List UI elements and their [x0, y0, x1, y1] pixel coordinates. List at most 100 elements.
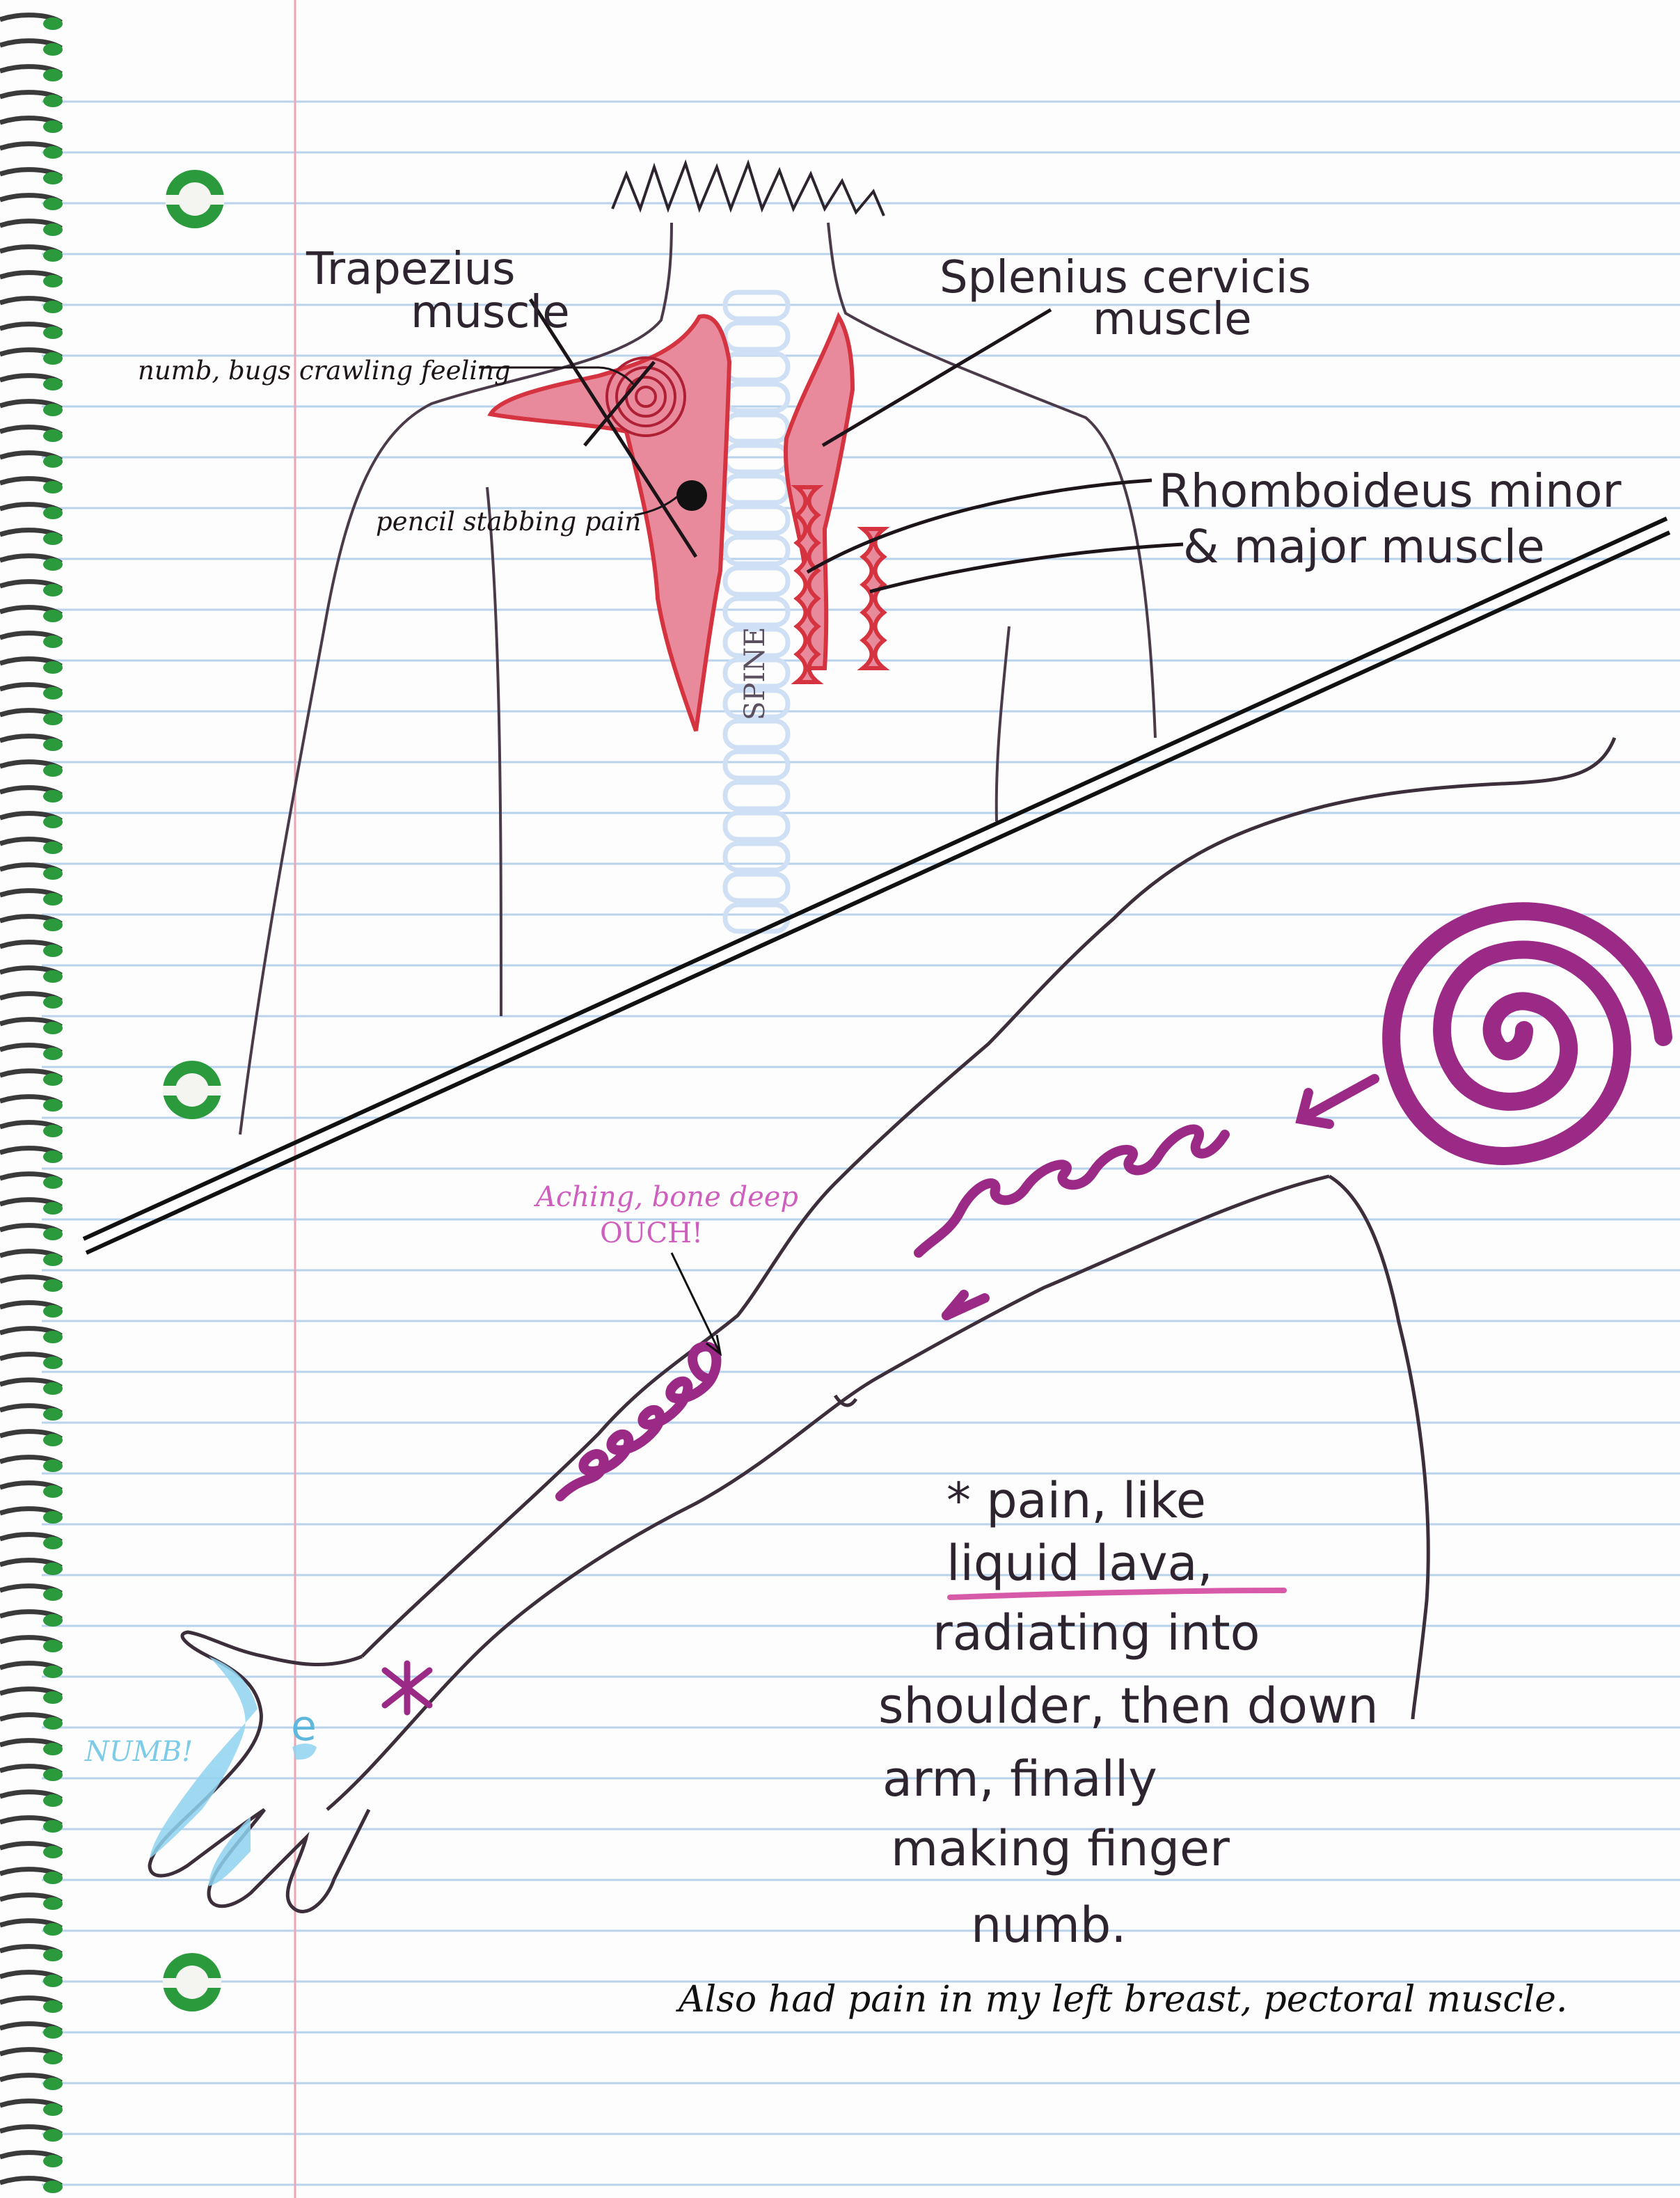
spiral-coil	[0, 1532, 63, 1549]
stabbing-pain-dot	[676, 480, 707, 511]
trapezius-label-line2: muscle	[411, 287, 570, 338]
splenius-label-line2: muscle	[1093, 294, 1252, 345]
note-line-7: numb.	[971, 1897, 1127, 1954]
vertebra	[722, 504, 791, 536]
spiral-coil	[0, 1403, 63, 1421]
spiral-coil	[0, 399, 63, 416]
asterisk-icon	[381, 1660, 433, 1716]
numb-spiral-icon: e	[291, 1702, 317, 1750]
spiral-coil	[0, 734, 63, 751]
spiral-coil	[0, 1661, 63, 1678]
spiral-coil	[0, 270, 63, 287]
spiral-coil	[0, 811, 63, 828]
vertebra	[722, 718, 791, 750]
numb-fingers-shading	[150, 1657, 317, 1886]
note-line-4: shoulder, then down	[878, 1677, 1379, 1734]
spiral-coil	[0, 708, 63, 725]
spiral-coil	[0, 1146, 63, 1163]
spiral-coil	[0, 64, 63, 81]
spiral-coil	[0, 1815, 63, 1833]
vertebra	[722, 810, 791, 842]
rhomboideus-muscle-shape	[791, 485, 890, 684]
spiral-coil	[0, 1609, 63, 1627]
spiral-coil	[0, 837, 63, 854]
spiral-coil	[0, 1274, 63, 1292]
spiral-coil	[0, 502, 63, 519]
spiral-coil	[0, 940, 63, 957]
spiral-coil	[0, 991, 63, 1009]
spiral-coil	[0, 1841, 63, 1858]
spiral-coil	[0, 2073, 63, 2090]
spiral-coil	[0, 2021, 63, 2039]
note-line-6: making finger	[891, 1820, 1230, 1877]
spiral-coil	[0, 862, 63, 880]
spiral-coil	[0, 965, 63, 983]
squiggle-lava-path	[914, 1124, 1230, 1320]
squiggle-forearm	[555, 1341, 722, 1501]
spiral-coil	[0, 605, 63, 622]
spiral-coil	[0, 1506, 63, 1524]
spiral-coil	[0, 1558, 63, 1575]
section-divider	[82, 516, 1671, 1255]
spiral-coil	[0, 1583, 63, 1601]
spiral-coil	[0, 1867, 63, 1884]
torso-outline	[239, 222, 1157, 1135]
spiral-coil	[0, 38, 63, 56]
aching-label-line1: Aching, bone deep	[533, 1181, 798, 1213]
vertebra	[722, 841, 791, 873]
pencil-pain-label: pencil stabbing pain	[376, 507, 641, 537]
spiral-coil	[0, 1352, 63, 1369]
note-line-2: liquid lava,	[946, 1535, 1213, 1592]
spiral-coil	[0, 90, 63, 107]
bullseye-icon	[605, 356, 686, 437]
spiral-coil	[0, 1043, 63, 1060]
spine-label: SPINE	[739, 627, 771, 720]
spiral-coil	[0, 1712, 63, 1730]
spiral-coil	[0, 1892, 63, 1910]
spiral-coil	[0, 2098, 63, 2116]
binder-hole-top	[166, 170, 224, 228]
big-spiral-icon	[1382, 902, 1672, 1165]
note-line-5: arm, finally	[882, 1750, 1157, 1808]
arm-outline	[148, 737, 1617, 1913]
spiral-coil	[0, 1480, 63, 1498]
spiral-binding	[0, 13, 63, 2193]
spiral-coil	[0, 579, 63, 596]
hair-sketch	[611, 159, 885, 216]
spiral-coil	[0, 553, 63, 571]
spiral-coil	[0, 656, 63, 674]
rhomboideus-label-line1: Rhomboideus minor	[1159, 464, 1622, 518]
vertebra	[722, 626, 791, 658]
spiral-coil	[0, 1944, 63, 1961]
spiral-coil	[0, 528, 63, 545]
spiral-coil	[0, 1970, 63, 1987]
vertebra	[722, 290, 791, 322]
spiral-coil	[0, 1171, 63, 1189]
spiral-coil	[0, 2176, 63, 2193]
trapezius-label-line1: Trapezius	[306, 244, 516, 295]
rhomboideus-label-line2: & major muscle	[1183, 520, 1545, 574]
spiral-coil	[0, 1738, 63, 1755]
handwritten-note: * pain, like liquid lava, radiating into…	[878, 1472, 1379, 1954]
vertebra	[722, 749, 791, 781]
spiral-coil	[0, 1017, 63, 1034]
spiral-coil	[0, 141, 63, 159]
spiral-coil	[0, 1429, 63, 1446]
spiral-coil	[0, 1068, 63, 1086]
spiral-coil	[0, 296, 63, 313]
footer-note: Also had pain in my left breast, pectora…	[676, 1979, 1567, 2021]
spiral-coil	[0, 682, 63, 699]
spiral-coil	[0, 1326, 63, 1343]
spiral-coil	[0, 219, 63, 236]
spiral-coil	[0, 914, 63, 931]
spiral-coil	[0, 759, 63, 777]
spiral-coil	[0, 347, 63, 365]
spiral-coil	[0, 244, 63, 262]
spiral-coil	[0, 1249, 63, 1266]
spiral-coil	[0, 322, 63, 339]
spiral-coil	[0, 450, 63, 468]
splenius-muscle-shape	[784, 312, 855, 670]
spiral-coil	[0, 167, 63, 184]
vertebra	[722, 688, 791, 720]
